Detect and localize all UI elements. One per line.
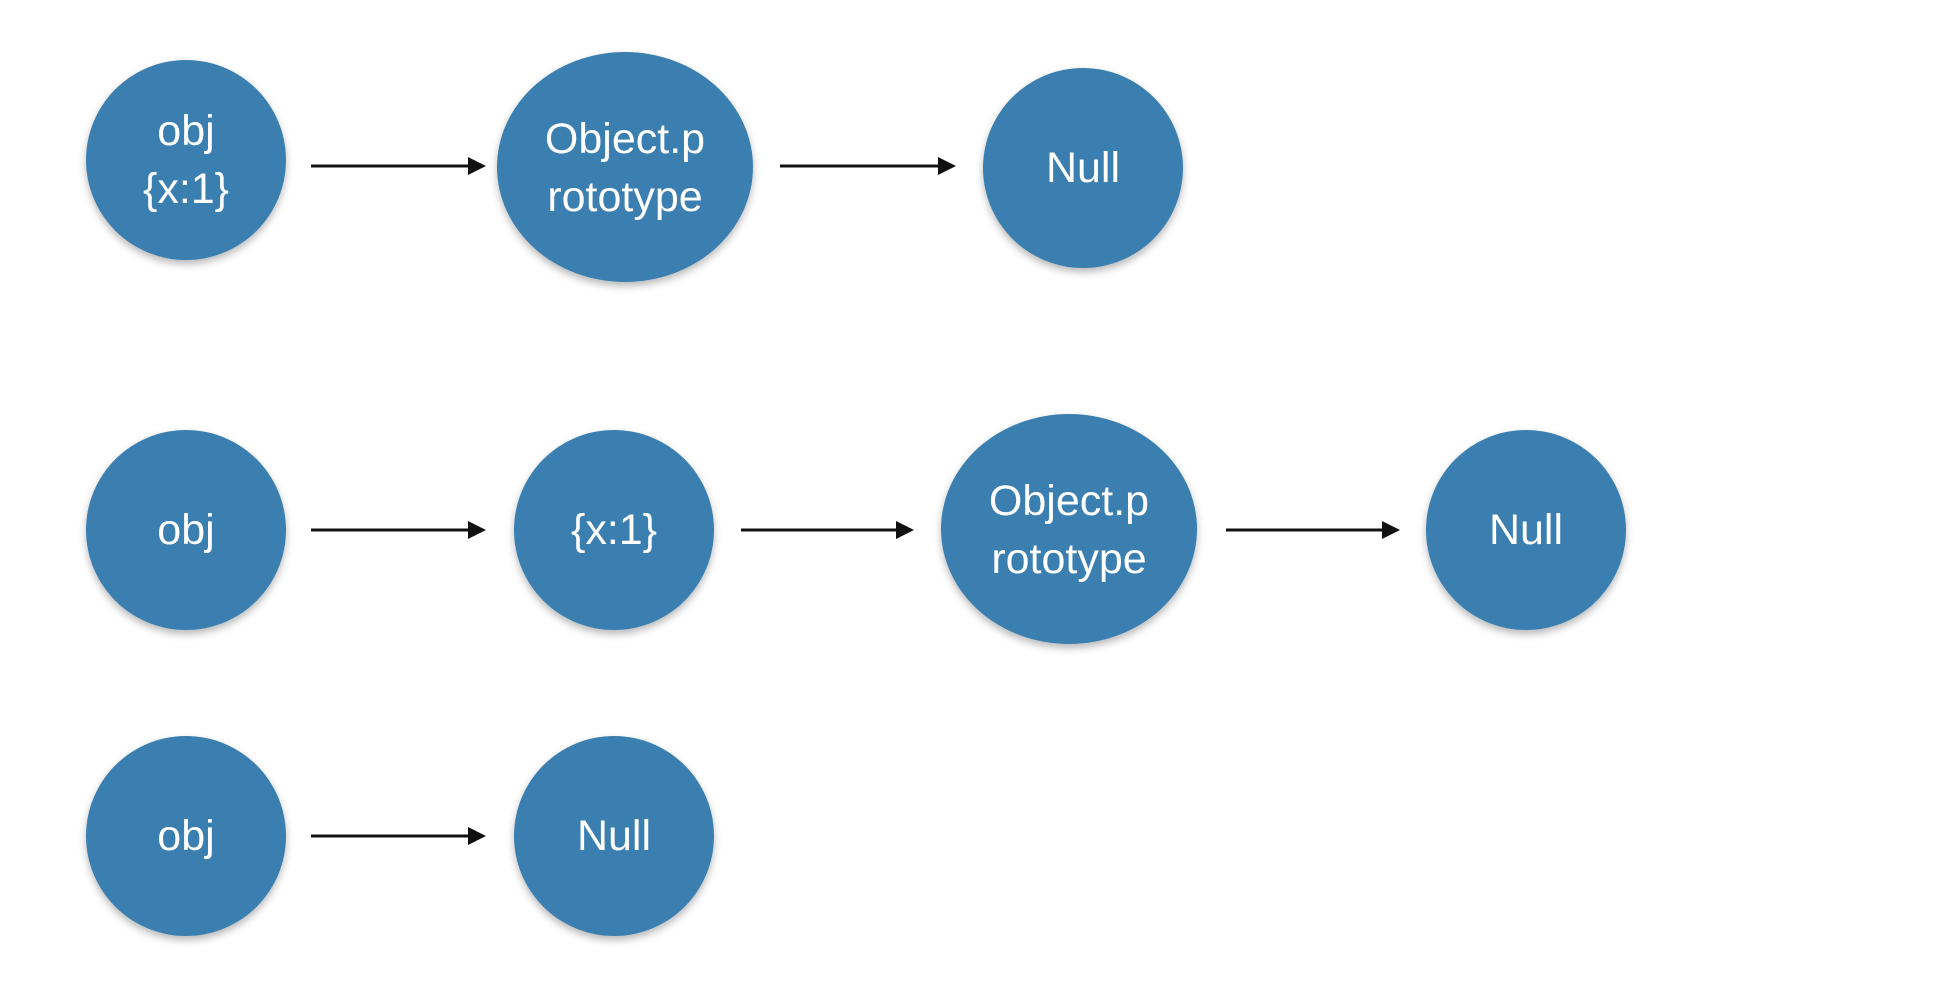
row3-node-obj-label: obj [157,812,214,860]
row2-edge-1-arrow [311,521,486,539]
row3-node-null[interactable]: Null [514,736,714,936]
row2-node-object-prototype-line2: rototype [991,535,1146,583]
row2-node-object-prototype[interactable]: Object.p rototype [941,414,1197,644]
row2-node-null-label: Null [1489,506,1563,554]
row2-node-x1-label: {x:1} [571,506,657,554]
row1-node-obj-x1-line1: obj [157,107,214,155]
row1-node-obj-x1-line2: {x:1} [143,165,229,213]
row1-node-object-prototype[interactable]: Object.p rototype [497,52,753,282]
row1-node-obj-x1[interactable]: obj {x:1} [86,60,286,260]
row2-node-null[interactable]: Null [1426,430,1626,630]
row2-edge-2-arrow [741,521,914,539]
row3-edge-1-arrow [311,827,486,845]
row1-node-null[interactable]: Null [983,68,1183,268]
chain-row-2: obj {x:1} Object.p rototype Null [86,414,1626,644]
chain-row-3: obj Null [86,736,714,936]
row1-edge-1-arrow [311,157,486,175]
chain-row-1: obj {x:1} Object.p rototype Null [86,52,1183,282]
row2-node-obj[interactable]: obj [86,430,286,630]
row1-node-object-prototype-line1: Object.p [545,115,705,163]
row1-edge-2-arrow [780,157,956,175]
row1-node-object-prototype-line2: rototype [547,173,702,221]
row2-edge-3-arrow [1226,521,1400,539]
row1-node-null-label: Null [1046,144,1120,192]
row3-node-obj[interactable]: obj [86,736,286,936]
row2-node-object-prototype-line1: Object.p [989,477,1149,525]
row2-node-x1[interactable]: {x:1} [514,430,714,630]
row2-node-obj-label: obj [157,506,214,554]
row3-node-null-label: Null [577,812,651,860]
